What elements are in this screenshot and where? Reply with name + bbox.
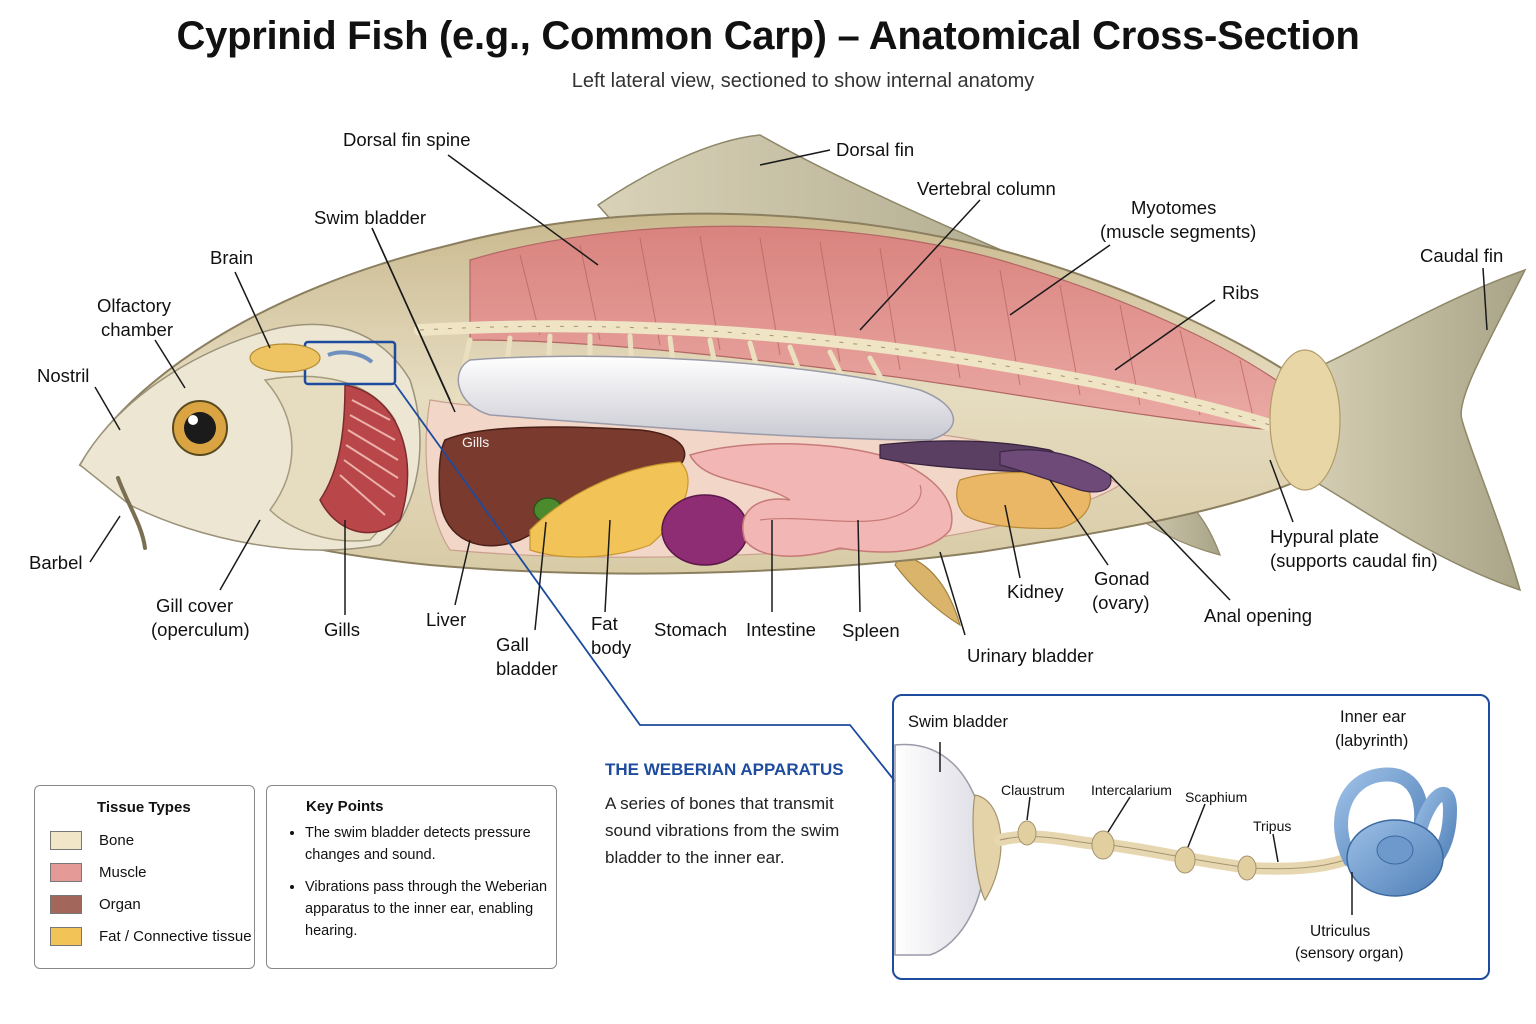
label-anal-opening: Anal opening [1204, 605, 1312, 626]
inset-label-utriculus: Utriculus [1310, 923, 1371, 940]
legend-swatch-bone [50, 831, 82, 850]
label-fat-sub: body [591, 637, 632, 658]
label-gills-inner: Gills [462, 434, 489, 450]
key-point-item: Vibrations pass through the Weberian app… [305, 876, 555, 942]
brain-shape [249, 343, 321, 373]
weberian-callout-line [394, 383, 911, 801]
caudal-fin [1289, 268, 1527, 592]
label-olfactory: Olfactory [97, 295, 172, 316]
fat-body-shape [529, 461, 689, 558]
inset-label-utriculus-sub: (sensory organ) [1295, 945, 1404, 962]
label-barbel: Barbel [29, 552, 82, 573]
label-intestine: Intestine [746, 619, 816, 640]
label-gonad-sub: (ovary) [1092, 592, 1150, 613]
label-nostril: Nostril [37, 365, 89, 386]
label-olfactory-sub: chamber [101, 319, 173, 340]
label-gonad: Gonad [1094, 568, 1150, 589]
key-points-list: The swim bladder detects pressure change… [285, 822, 555, 952]
legend-swatch-fat [50, 927, 82, 946]
label-gall-sub: bladder [496, 658, 558, 679]
barbel-shape [116, 476, 147, 550]
inset-label-inner-ear: Inner ear [1340, 708, 1407, 726]
stomach-shape [661, 494, 749, 566]
label-spleen: Spleen [842, 620, 900, 641]
inset-label-inner-ear-sub: (labyrinth) [1335, 732, 1408, 750]
legend-title: Tissue Types [97, 799, 191, 816]
label-liver: Liver [426, 609, 466, 630]
inset-label-swim-bladder: Swim bladder [908, 713, 1008, 731]
legend-item-muscle: Muscle [50, 863, 147, 882]
pelvic-fin [894, 554, 961, 627]
weberian-inset-illustration [894, 742, 1458, 956]
inset-label-tripus: Tripus [1253, 818, 1291, 834]
page-title: Cyprinid Fish (e.g., Common Carp) – Anat… [176, 14, 1360, 58]
page-subtitle: Left lateral view, sectioned to show int… [571, 70, 1035, 92]
swim-bladder-shape [457, 355, 955, 441]
legend-label-fat: Fat / Connective tissue [99, 928, 252, 945]
label-swim-bladder: Swim bladder [314, 207, 426, 228]
legend-label-organ: Organ [99, 896, 141, 913]
inner-ear-shape [1334, 767, 1458, 897]
label-brain: Brain [210, 247, 253, 268]
tissue-legend: Tissue Types Bone Muscle Organ Fat / Con… [34, 785, 255, 969]
key-points-panel: Key Points The swim bladder detects pres… [266, 785, 557, 969]
label-fat: Fat [591, 613, 618, 634]
legend-item-organ: Organ [50, 895, 141, 914]
legend-item-fat: Fat / Connective tissue [50, 927, 252, 946]
label-ribs: Ribs [1222, 282, 1259, 303]
gonad-shape [999, 449, 1112, 493]
key-points-title: Key Points [306, 798, 384, 815]
label-urinary-bladder: Urinary bladder [967, 645, 1093, 666]
inset-label-intercalarium: Intercalarium [1091, 782, 1172, 798]
label-hypural-sub: (supports caudal fin) [1270, 550, 1438, 571]
gill-arches [319, 384, 409, 534]
label-gall: Gall [496, 634, 529, 655]
label-caudal-fin: Caudal fin [1420, 245, 1503, 266]
intestine-shape [688, 443, 953, 557]
legend-label-muscle: Muscle [99, 864, 147, 881]
leader-lines [89, 149, 1488, 636]
legend-swatch-organ [50, 895, 82, 914]
weberian-title: THE WEBERIAN APPARATUS [605, 760, 844, 779]
inset-label-scaphium: Scaphium [1185, 789, 1247, 805]
label-dorsal-fin: Dorsal fin [836, 139, 914, 160]
label-gills: Gills [324, 619, 360, 640]
legend-item-bone: Bone [50, 831, 134, 850]
label-myotomes-sub: (muscle segments) [1100, 221, 1256, 242]
label-myotomes: Myotomes [1131, 197, 1216, 218]
inset-label-claustrum: Claustrum [1001, 782, 1065, 798]
label-stomach: Stomach [654, 619, 727, 640]
label-kidney: Kidney [1007, 581, 1064, 602]
hypural-plate-shape [1269, 349, 1341, 491]
weberian-inset-panel [892, 694, 1490, 980]
weberian-description: A series of bones that transmit sound vi… [605, 794, 840, 867]
legend-swatch-muscle [50, 863, 82, 882]
label-gill-cover: Gill cover [156, 595, 233, 616]
key-point-item: The swim bladder detects pressure change… [305, 822, 555, 866]
label-gill-cover-sub: (operculum) [151, 619, 250, 640]
label-vertebral-column: Vertebral column [917, 178, 1056, 199]
legend-label-bone: Bone [99, 832, 135, 849]
label-dorsal-fin-spine: Dorsal fin spine [343, 129, 471, 150]
label-hypural: Hypural plate [1270, 526, 1379, 547]
